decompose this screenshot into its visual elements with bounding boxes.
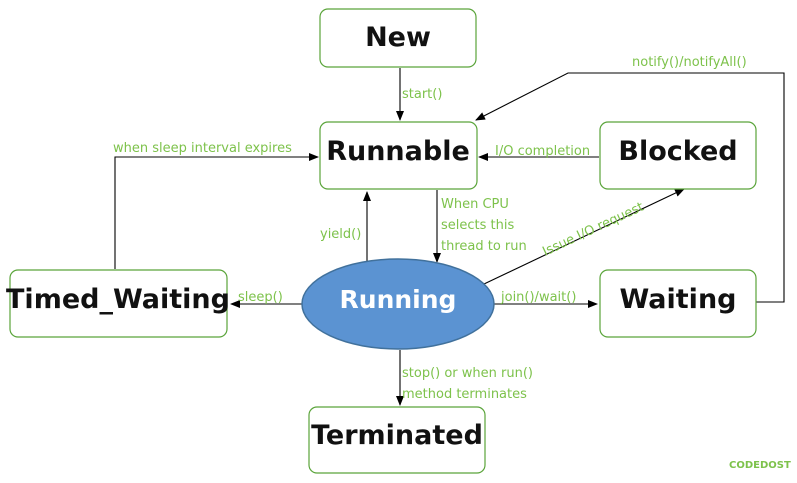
label-sleep: sleep() [238, 290, 283, 305]
state-terminated-box [308, 406, 486, 474]
state-timed-waiting-box [9, 269, 228, 338]
codedost-logo: CODEDOST [729, 460, 791, 471]
state-running-ellipse [301, 258, 495, 350]
label-cpu-select-2: selects this [441, 218, 514, 233]
state-terminated: Terminated [308, 406, 486, 474]
edge-timedwaiting-to-runnable [114, 153, 319, 269]
label-issue-io: Issue I/O request [540, 200, 646, 260]
state-waiting: Waiting [599, 269, 757, 338]
state-runnable-label: Runnable [326, 136, 470, 167]
state-running-label: Running [340, 285, 457, 314]
label-cpu-select-3: thread to run [441, 239, 527, 254]
state-timed-waiting-label: Timed_Waiting [6, 284, 230, 315]
state-runnable: Runnable [319, 121, 478, 190]
label-notify: notify()/notifyAll() [632, 55, 747, 70]
label-yield: yield() [320, 227, 361, 242]
state-running: Running [301, 258, 495, 350]
edge-running-to-blocked [483, 188, 685, 285]
state-blocked-label: Blocked [618, 136, 737, 167]
label-start: start() [402, 87, 442, 102]
state-blocked-box [599, 121, 757, 190]
state-waiting-box [599, 269, 757, 338]
label-io-completion: I/O completion [495, 144, 590, 159]
state-new: New [319, 8, 477, 68]
label-join-wait: join()/wait() [500, 290, 576, 305]
state-timed-waiting: Timed_Waiting [6, 269, 230, 338]
state-blocked: Blocked [599, 121, 757, 190]
edge-waiting-to-runnable [475, 72, 785, 303]
state-new-box [319, 8, 477, 68]
label-cpu-select-1: When CPU [441, 197, 509, 212]
label-stop-2: method terminates [402, 387, 527, 402]
label-sleep-expires: when sleep interval expires [113, 141, 292, 156]
label-stop-1: stop() or when run() [402, 366, 533, 381]
state-runnable-box [319, 121, 478, 190]
state-new-label: New [365, 22, 431, 53]
state-waiting-label: Waiting [619, 284, 736, 315]
state-terminated-label: Terminated [311, 420, 483, 451]
